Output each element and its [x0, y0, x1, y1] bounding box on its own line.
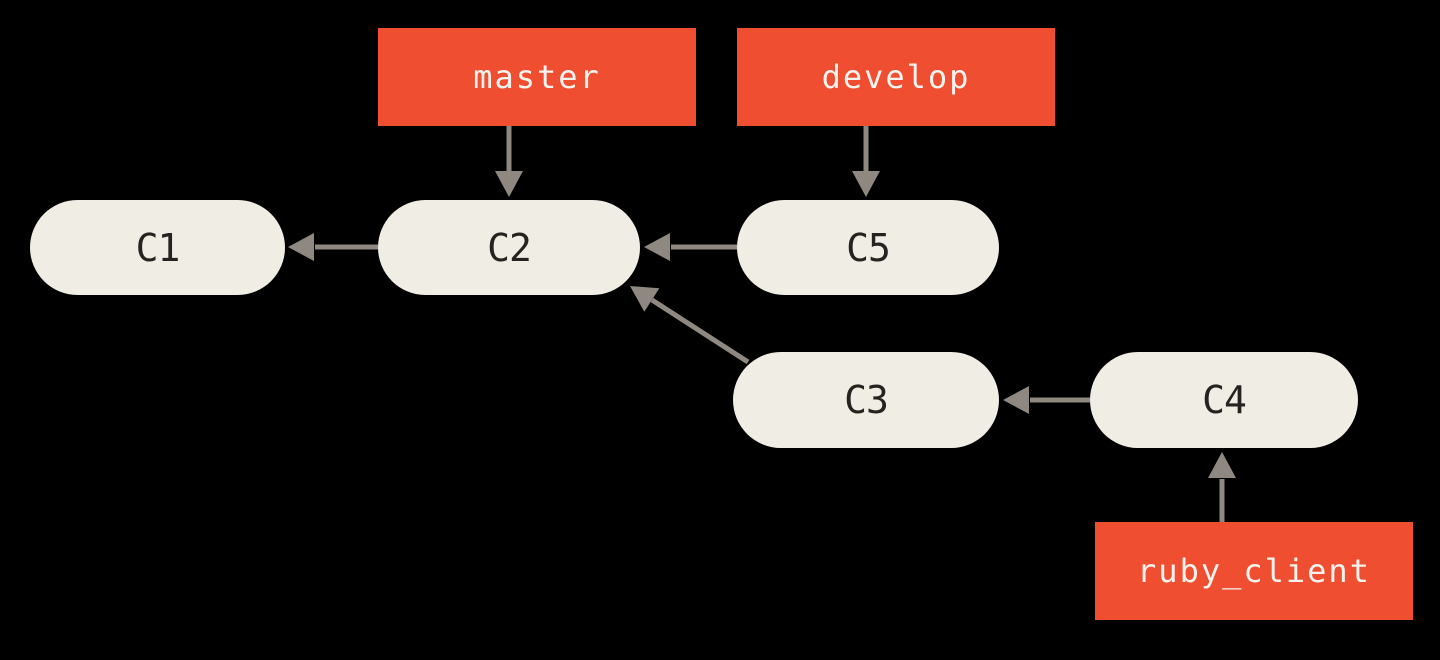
- commit-node-c2-label: C2: [487, 225, 532, 270]
- commit-node-c1: C1: [30, 200, 285, 295]
- branch-label-master: master: [378, 28, 696, 126]
- commit-node-c3-label: C3: [844, 378, 889, 422]
- branch-label-ruby-client: ruby_client: [1095, 522, 1413, 620]
- branch-label-ruby-client-text: ruby_client: [1137, 552, 1371, 590]
- commit-node-c1-label: C1: [135, 225, 181, 270]
- branch-label-develop: develop: [737, 28, 1055, 126]
- commit-node-c5-label: C5: [846, 225, 891, 270]
- commit-node-c3: C3: [733, 352, 999, 448]
- arrow-c4-to-c3: [1003, 386, 1090, 414]
- commit-node-c4: C4: [1090, 352, 1358, 448]
- arrow-c3-to-c2: [630, 286, 750, 365]
- arrow-ruby-client-to-c4: [1208, 452, 1236, 522]
- arrow-develop-to-c5: [852, 126, 880, 197]
- arrow-master-to-c2: [495, 126, 523, 197]
- commit-node-c4-label: C4: [1202, 378, 1247, 422]
- branch-label-master-text: master: [473, 58, 601, 96]
- branch-label-develop-text: develop: [821, 58, 971, 96]
- commit-node-c5: C5: [737, 200, 999, 295]
- arrow-c2-to-c1: [288, 233, 378, 261]
- commit-node-c2: C2: [378, 200, 640, 295]
- arrow-c5-to-c2: [644, 233, 737, 261]
